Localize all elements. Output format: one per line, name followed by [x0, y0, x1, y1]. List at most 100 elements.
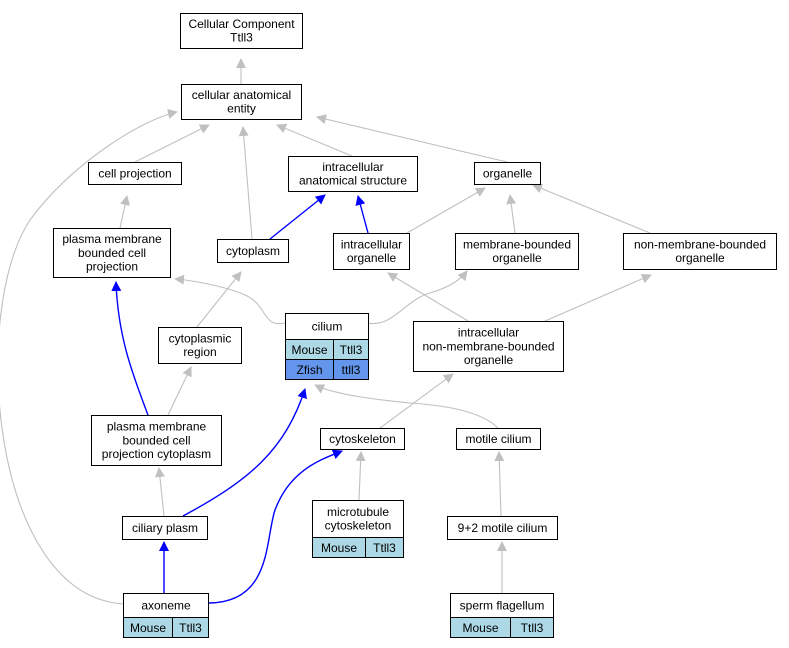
edge-cilium-to-memorg — [367, 270, 468, 325]
node-label-line: non-membrane-bounded — [422, 339, 554, 353]
node-label-line: cell projection — [98, 166, 171, 180]
edge-cellproj-to-cae — [134, 124, 210, 163]
ortholog-row: Mouse Ttll3 — [450, 617, 554, 638]
species-label: Mouse — [130, 621, 166, 635]
node-label-line: 9+2 motile cilium — [458, 521, 548, 535]
node-label-line: cytoskeleton — [325, 519, 392, 533]
edge-pmbcpc-to-cytoregion — [167, 366, 192, 416]
node-box — [88, 162, 182, 185]
species-label: Zfish — [296, 363, 322, 377]
node-label-line: projection cytoplasm — [102, 447, 211, 461]
edge-axoneme-to-cae — [0, 109, 178, 605]
node-box — [122, 516, 208, 540]
node-ciliary-plasm[interactable]: ciliary plasm — [122, 516, 208, 540]
ortholog-row: Mouse Ttll3 — [285, 339, 369, 360]
edge-layer — [0, 58, 652, 605]
node-box — [447, 516, 558, 540]
node-cytoskeleton[interactable]: cytoskeleton — [320, 428, 405, 450]
species-label: Mouse — [462, 621, 498, 635]
node-cell-projection[interactable]: cell projection — [88, 162, 182, 185]
node-box — [623, 233, 777, 270]
node-organelle[interactable]: organelle — [474, 162, 541, 185]
gene-label: Ttll3 — [179, 621, 202, 635]
gene-label: Ttll3 — [373, 541, 396, 555]
node-label-line: ciliary plasm — [132, 521, 198, 535]
node-cytoplasm[interactable]: cytoplasm — [217, 239, 289, 263]
node-label-line: non-membrane-bounded — [634, 238, 766, 252]
edge-memorg-to-organelle — [506, 194, 517, 234]
gene-label: Ttll3 — [340, 343, 363, 357]
node-box — [474, 162, 541, 185]
node-label-line: region — [183, 345, 216, 359]
ortholog-row: Mouse Ttll3 — [123, 617, 209, 638]
edge-nine-to-motile — [494, 451, 505, 517]
node-label-line: cytoplasmic — [169, 332, 232, 346]
node-label-line: entity — [227, 102, 256, 116]
gene-cell — [510, 617, 554, 638]
gene-label: Ttll3 — [521, 621, 544, 635]
node-label-line: axoneme — [141, 598, 191, 612]
node-label-line: plasma membrane — [62, 232, 162, 246]
edge-ciliaryplasm-to-pmbcpc — [154, 467, 165, 517]
node-box — [320, 428, 405, 450]
edge-ciliaryplasm-to-cilium — [182, 388, 307, 517]
node-label-line: bounded cell — [78, 246, 146, 260]
edge-pmbcp-to-cellproj — [119, 195, 130, 229]
node-label-line: cilium — [312, 319, 343, 333]
node-box — [158, 327, 242, 364]
node-box — [53, 228, 171, 278]
edge-nonmem-to-organelle — [532, 183, 651, 234]
node-label-line: intracellular — [322, 160, 383, 174]
node-label-line: Ttll3 — [230, 31, 253, 45]
edge-inmbo-to-introrg — [387, 272, 469, 322]
node-box — [413, 321, 564, 372]
node-box — [91, 415, 222, 466]
node-box — [455, 233, 579, 270]
edge-motile-to-cilium — [314, 384, 499, 429]
edge-organelle-to-cae — [316, 114, 508, 163]
edge-mtcyto-to-cytoskeleton — [355, 451, 366, 501]
species-label: Mouse — [321, 541, 357, 555]
node-inmbo[interactable]: intracellularnon-membrane-boundedorganel… — [413, 321, 564, 372]
node-label-line: Cellular Component — [188, 17, 295, 31]
node-label-line: sperm flagellum — [460, 598, 545, 612]
node-box — [288, 156, 418, 192]
edge-cytoskeleton-to-inmbo — [379, 373, 454, 429]
node-motile-cilium[interactable]: motile cilium — [456, 428, 541, 450]
edge-pmbcpc-to-pmbcp — [111, 281, 149, 416]
node-label-line: organelle — [347, 251, 397, 265]
edge-cytoplasm-to-cae — [238, 126, 253, 240]
node-label-line: intracellular — [458, 326, 519, 340]
gene-cell — [172, 617, 209, 638]
gene-cell — [333, 359, 369, 380]
node-label-line: organelle — [675, 251, 725, 265]
node-label-line: organelle — [483, 166, 533, 180]
species-label: Mouse — [291, 343, 327, 357]
node-label-line: microtubule — [327, 505, 389, 519]
node-label-line: organelle — [464, 353, 514, 367]
gene-cell — [365, 537, 404, 558]
edge-cytoregion-to-cytoplasm — [196, 271, 242, 328]
node-label-line: projection — [86, 259, 138, 273]
edge-ias-to-cae — [276, 123, 353, 157]
node-label-line: motile cilium — [465, 432, 531, 446]
edge-introrg-to-organelle — [406, 187, 486, 234]
node-nine-two[interactable]: 9+2 motile cilium — [447, 516, 558, 540]
node-box — [181, 84, 302, 120]
edge-cytoplasm-to-ias — [269, 194, 326, 240]
edge-cilium-to-pmbcp — [174, 274, 286, 325]
